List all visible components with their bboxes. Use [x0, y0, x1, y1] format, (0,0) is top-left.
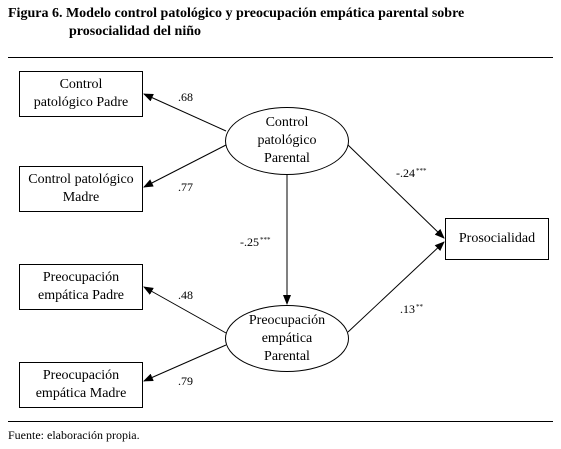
- figure-title: Figura 6. Modelo control patológico y pr…: [8, 5, 464, 41]
- top-rule: [8, 57, 553, 58]
- coef-preocupacion-padre: .48: [178, 288, 193, 302]
- figure-title-line1: Figura 6. Modelo control patológico y pr…: [8, 6, 465, 21]
- box-prosocialidad: Prosocialidad: [445, 218, 549, 260]
- arrow-preocupacion-to-padre: [143, 286, 227, 334]
- coef-control-madre: .77: [178, 180, 193, 194]
- figure-source: Fuente: elaboración propia.: [8, 428, 140, 442]
- arrow-preocupacion-to-prosocialidad: [347, 241, 445, 333]
- coef-preocupacion-to-prosocialidad: .13**: [400, 302, 423, 316]
- arrow-preocupacion-to-madre: [143, 344, 227, 382]
- figure-title-line2: prosocialidad del niño: [69, 24, 202, 39]
- arrow-control-to-padre: [143, 93, 227, 132]
- coef-control-to-prosocialidad: -.24***: [396, 166, 427, 180]
- coef-preocupacion-madre: .79: [178, 374, 193, 388]
- arrow-control-to-madre: [143, 144, 227, 188]
- coef-control-to-preocupacion: -.25***: [240, 235, 271, 249]
- coef-control-padre: .68: [178, 90, 193, 104]
- bottom-rule: [8, 421, 553, 422]
- arrow-control-to-prosocialidad: [347, 144, 445, 239]
